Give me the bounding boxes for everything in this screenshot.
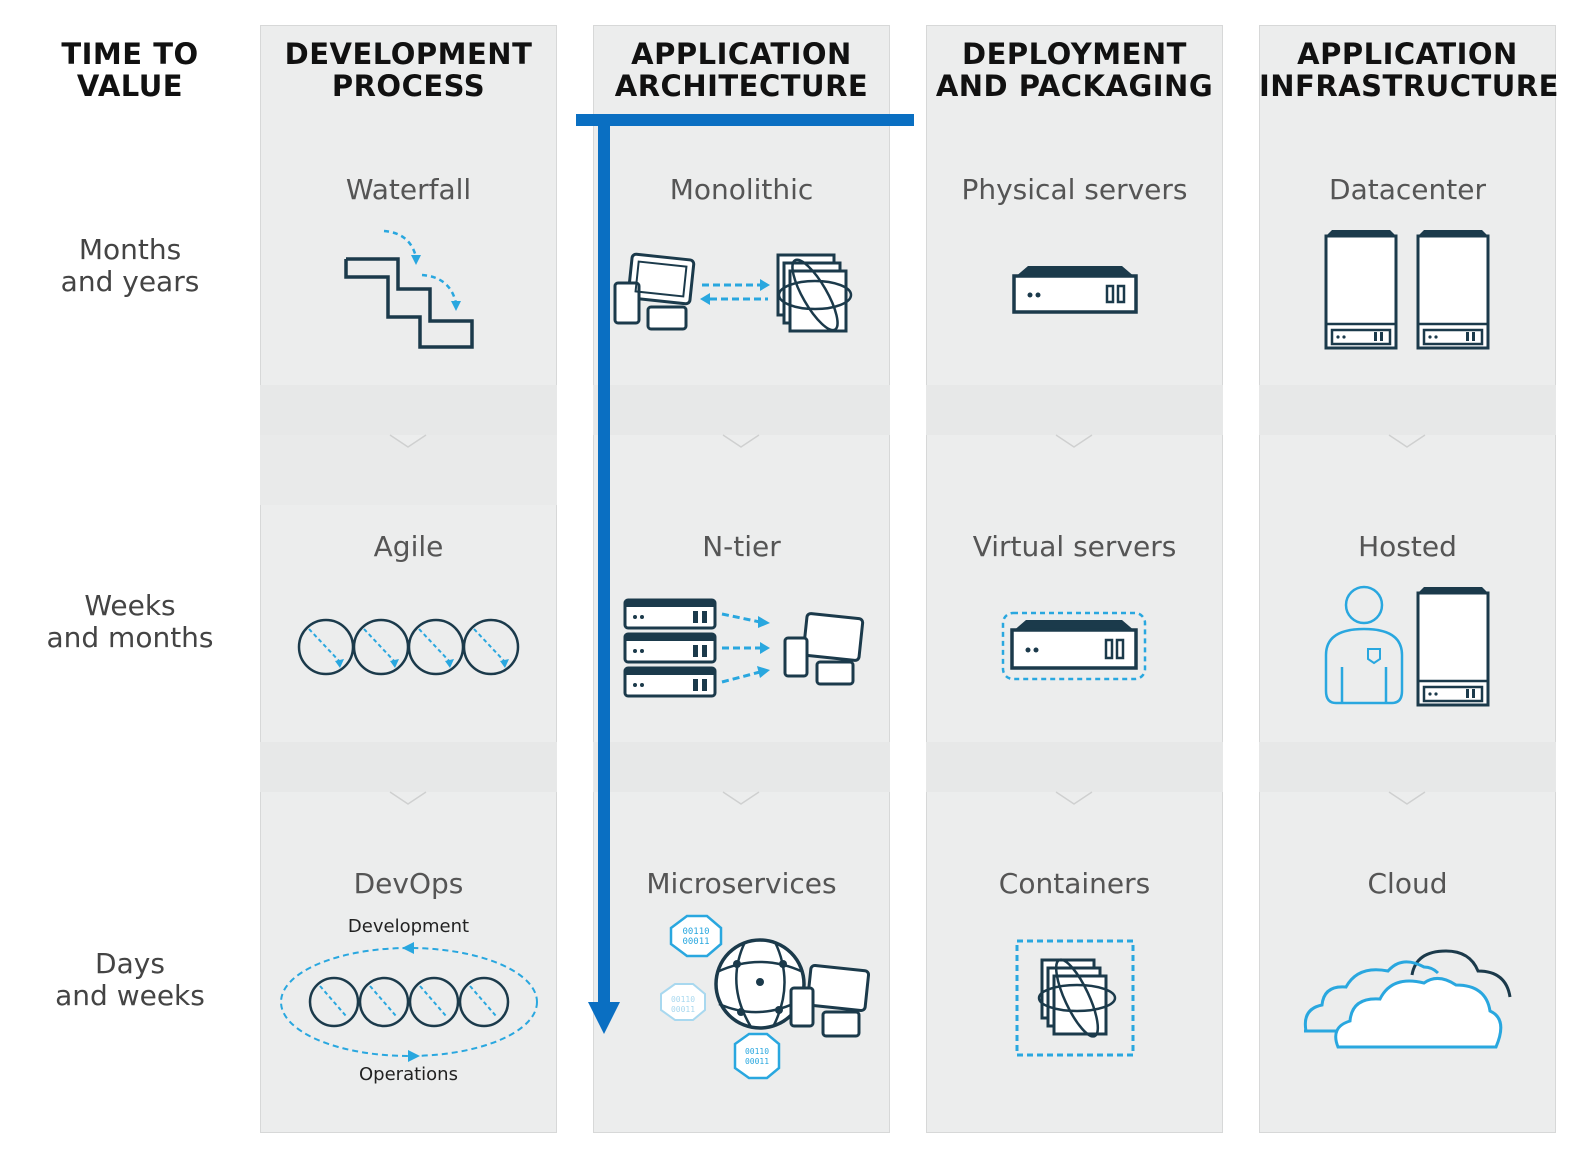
cell-title-n-tier: N-tier [702,530,781,563]
separator-chevron [593,385,890,448]
separator-chevron [926,742,1223,805]
separator-chevron [1259,385,1556,448]
header-application-architecture: APPLICATION ARCHITECTURE [614,37,869,103]
time-row-weeks-months: Weeks and months [46,589,214,654]
cell-title-agile: Agile [373,530,444,563]
separator-chevron [260,385,557,505]
svg-text:00110: 00110 [682,927,709,937]
datacenter-icon [1324,230,1490,350]
hosted-icon [1324,585,1490,707]
cell-title-virtual-servers: Virtual servers [972,530,1177,563]
agile-cycles-icon [297,618,520,676]
cell-title-containers: Containers [998,867,1151,900]
devops-loop-icon [280,942,538,1062]
cell-title-devops: DevOps [353,867,464,900]
header-time-to-value: TIME TO VALUE [61,37,199,103]
svg-text:00110: 00110 [745,1047,769,1056]
header-application-infrastructure: APPLICATION INFRASTRUCTURE [1259,37,1559,103]
column-deployment-packaging [926,25,1223,1133]
cell-title-physical-servers: Physical servers [961,173,1188,206]
separator-chevron [926,385,1223,448]
svg-text:00011: 00011 [682,937,709,947]
cell-title-hosted: Hosted [1358,530,1457,563]
separator-chevron [593,742,890,805]
physical-server-icon [1012,266,1138,314]
cell-title-microservices: Microservices [646,867,837,900]
virtual-server-icon [1001,611,1147,681]
cell-title-monolithic: Monolithic [669,173,814,206]
time-row-days-weeks: Days and weeks [55,947,205,1012]
devops-operations-label: Operations [359,1064,458,1085]
svg-text:00011: 00011 [671,1005,695,1014]
separator-chevron [260,742,557,805]
cell-title-datacenter: Datacenter [1329,173,1486,206]
microservices-icon: 00110 00011 00110 00011 00110 00011 [660,914,871,1080]
svg-text:00011: 00011 [745,1057,769,1066]
architecture-arrow [576,114,914,1034]
svg-text:00110: 00110 [671,995,695,1004]
containers-icon [1015,939,1135,1057]
n-tier-icon [623,598,865,698]
cloud-icon [1303,949,1512,1049]
cell-title-waterfall: Waterfall [345,173,472,206]
cell-title-cloud: Cloud [1367,867,1448,900]
separator-chevron [1259,742,1556,805]
devops-development-label: Development [347,916,470,937]
waterfall-icon [344,229,474,349]
header-development-process: DEVELOPMENT PROCESS [284,37,533,103]
header-deployment-packaging: DEPLOYMENT AND PACKAGING [935,37,1214,103]
column-application-infrastructure [1259,25,1556,1133]
monolithic-icon [613,252,853,333]
time-row-months-years: Months and years [60,233,200,298]
